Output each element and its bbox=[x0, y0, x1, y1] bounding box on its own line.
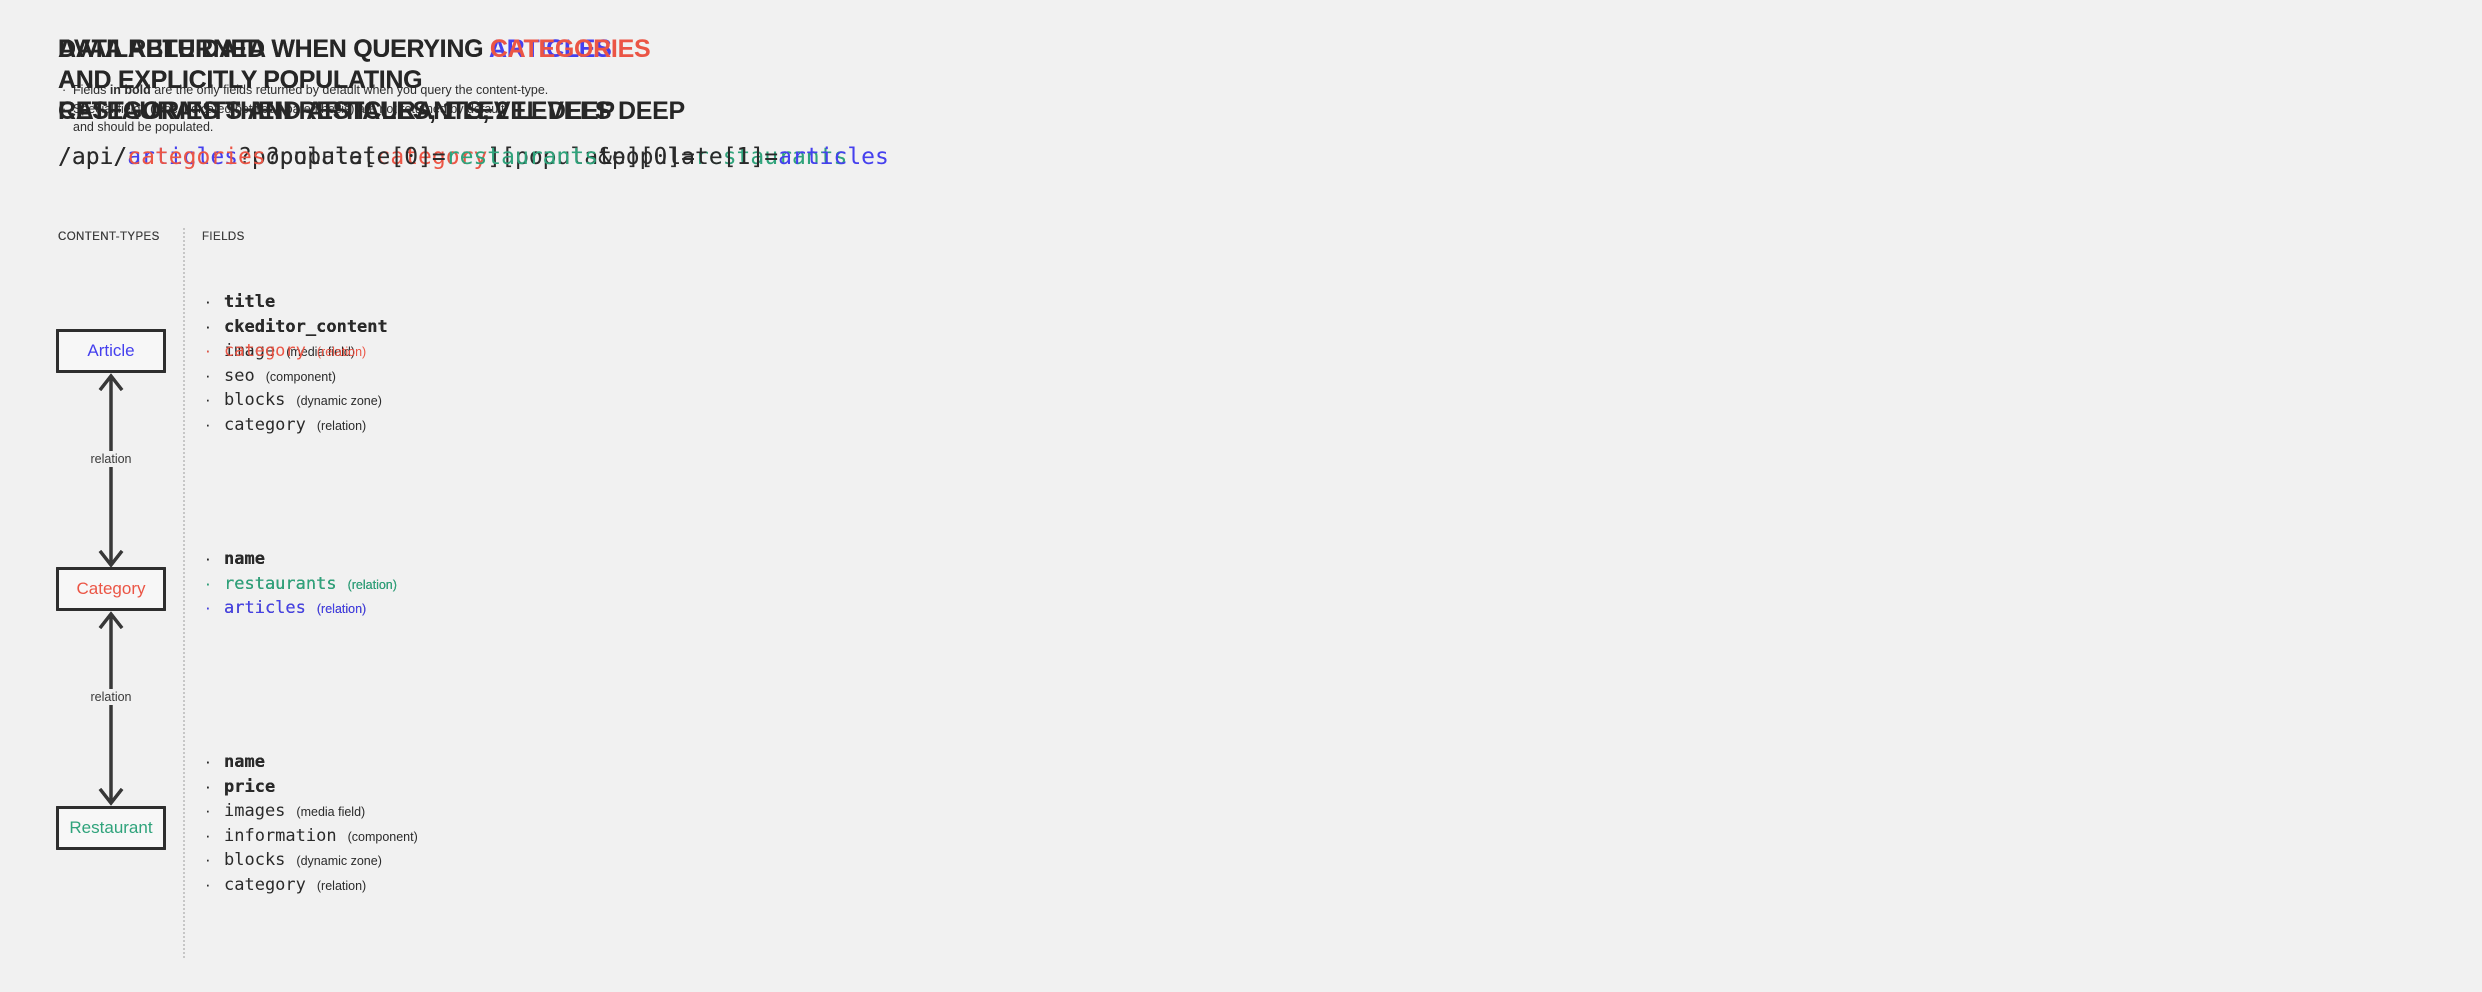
title-accent-categories: CATEGORIES bbox=[489, 35, 651, 63]
note-bold-emphasis: in bold bbox=[109, 83, 151, 97]
url-articles-segment: articles bbox=[778, 144, 889, 170]
restaurant-fields-list: name price bbox=[203, 750, 275, 799]
panel-title-line: AND EXPLICITLY POPULATING bbox=[58, 66, 423, 94]
url-category-segment: category bbox=[376, 144, 488, 170]
url-categories-segment: categories bbox=[127, 144, 266, 170]
note-bold-fields: Fields in bold are the only fields retur… bbox=[60, 81, 548, 100]
panel-title: DATA RETURNED WHEN QUERYING CATEGORIES A… bbox=[58, 34, 651, 127]
field-item: restaurants(relation) bbox=[203, 572, 397, 597]
node-article: Article bbox=[56, 329, 166, 373]
api-url: /api/categories?populate[0]=restaurants&… bbox=[58, 144, 889, 170]
field-item: name bbox=[203, 547, 397, 572]
column-header-fields: FIELDS bbox=[202, 231, 245, 243]
notes-list: Fields in bold are the only fields retur… bbox=[60, 81, 548, 137]
field-item: name bbox=[203, 750, 275, 775]
url-restaurants-segment: restaurants bbox=[445, 144, 599, 170]
field-item: blocks(dynamic zone) bbox=[203, 388, 388, 413]
column-header-fields: FIELDS bbox=[202, 231, 245, 243]
title-accent-articles: ARTICLES bbox=[488, 35, 612, 63]
panel-title-line: DATA RETURNED WHEN QUERYING ARTICLES bbox=[58, 35, 612, 63]
field-item: category(relation) bbox=[203, 873, 418, 898]
url-restaurants-segment: restaurants bbox=[695, 144, 848, 170]
panel-title-line: RESTAURANTS AND ARTICLES, 1 LEVEL DEEP bbox=[58, 97, 615, 125]
node-restaurant-label: Restaurant bbox=[69, 818, 153, 837]
api-url: /api/articles?populate[category][populat… bbox=[58, 144, 848, 170]
field-item: price bbox=[203, 775, 275, 800]
column-header-fields: FIELDS bbox=[202, 231, 245, 243]
relation-arrow-icon bbox=[98, 373, 124, 568]
column-divider bbox=[183, 228, 185, 958]
field-item: category(relation) bbox=[203, 413, 388, 438]
panel-title-line: AND EXPLICITLY POPULATING bbox=[58, 66, 423, 94]
panel-title-text: AVAILABLE DATA bbox=[58, 35, 266, 63]
field-item: articles(relation) bbox=[203, 596, 397, 621]
field-item: category(relation) bbox=[203, 339, 388, 364]
column-header-content-types: CONTENT-TYPES bbox=[58, 231, 160, 243]
field-item: blocks(dynamic zone) bbox=[203, 848, 418, 873]
url-articles-segment: articles bbox=[127, 144, 239, 170]
column-header-content-types: CONTENT-TYPES bbox=[58, 231, 160, 243]
edge-label-relation: relation bbox=[86, 689, 136, 705]
node-category-label: Category bbox=[76, 579, 146, 598]
column-header-content-types: CONTENT-TYPES bbox=[58, 231, 160, 243]
node-restaurant: Restaurant bbox=[56, 806, 166, 850]
panel-querying-categories: DATA RETURNED WHEN QUERYING CATEGORIES A… bbox=[0, 0, 889, 992]
panel-title-line: DATA RETURNED WHEN QUERYING CATEGORIES bbox=[58, 35, 651, 63]
panel-title: DATA RETURNED WHEN QUERYING ARTICLES AND… bbox=[58, 34, 685, 127]
field-item: seo(component) bbox=[203, 364, 388, 389]
field-item: ckeditor_content bbox=[203, 315, 388, 340]
relation-arrow-icon bbox=[98, 611, 124, 806]
panel-title-line: CATEGORIES THEN RESTAURANTS, 2 LEVELS DE… bbox=[58, 97, 685, 125]
field-item: images(media field) bbox=[203, 799, 418, 824]
field-item: information(component) bbox=[203, 824, 418, 849]
note-special-fields: Special fields (type indicated between p… bbox=[60, 100, 548, 137]
node-category: Category bbox=[56, 567, 166, 611]
edge-label-relation: relation bbox=[86, 451, 136, 467]
panel-title: AVAILABLE DATA bbox=[58, 34, 266, 65]
category-fields-list: name restaurants(relation) articles(rela… bbox=[203, 547, 397, 621]
field-item: title bbox=[203, 290, 388, 315]
article-fields-list: title ckeditor_content bbox=[203, 290, 388, 339]
node-article-label: Article bbox=[87, 341, 135, 360]
